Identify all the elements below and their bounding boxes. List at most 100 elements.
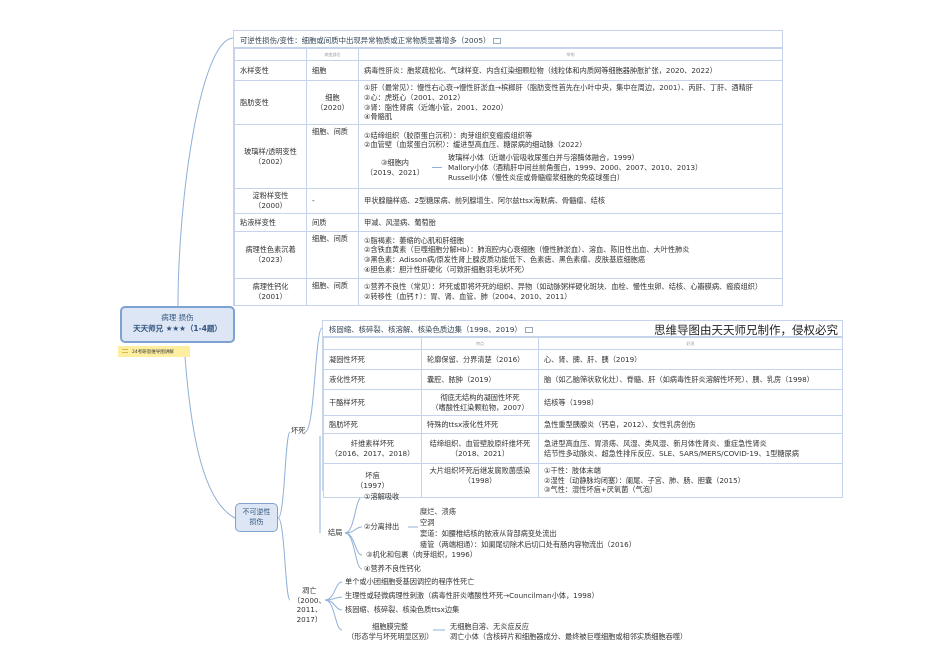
- row-feature: 结缔组织、血管壁胶原纤维坏死 （2018、2021）: [421, 433, 539, 464]
- site-item: 结核等（1998）: [544, 397, 599, 407]
- column-header: 举例: [358, 48, 783, 61]
- table-header-row: 特点 好发: [323, 337, 843, 350]
- example-item: ②血管壁（血浆蛋白沉积）：缓进型高血压、糖尿病的细动脉（2022）: [364, 140, 587, 150]
- row-feature: 特殊的ttsx液化性坏死: [421, 415, 539, 434]
- row-site: 间质: [306, 213, 359, 232]
- root-label: 24考研思维导图讲解: [118, 346, 190, 357]
- row-feature-text: 轮廓保留、分界清楚（2016）: [427, 354, 525, 364]
- outcome-label[interactable]: 结局: [328, 528, 343, 537]
- membrane-item: 凋亡小体（含核碎片和细胞器成分、最终被巨噬细胞或相邻实质细胞吞噬）: [450, 632, 688, 642]
- row-sites: 心、肾、脾、肝、胰（2019）: [538, 349, 843, 370]
- row-name: 病理性色素沉着 （2023）: [234, 231, 307, 279]
- row-site: 细胞、间质: [306, 231, 359, 279]
- row-site-text: 细胞 （2020）: [316, 92, 349, 112]
- apoptosis-label[interactable]: 凋亡 （2000、 2011、 2017）: [293, 586, 326, 625]
- row-site: 细胞 （2020）: [306, 80, 359, 125]
- row-name: 水样变性: [234, 60, 307, 81]
- necrosis-label[interactable]: 坏死: [291, 426, 306, 435]
- intracellular-list: 玻璃样小体（近端小管吸收尿蛋白并与溶酶体融合，1999）Mallory小体（酒精…: [448, 153, 702, 182]
- row-name: 坏疽 （1997）: [323, 462, 422, 499]
- column-header: [234, 48, 307, 61]
- row-feature: 囊腔、脓肿（2019）: [421, 369, 539, 390]
- row-feature-text: 大片组织坏死后继发腐败菌感染 （1998）: [429, 466, 531, 485]
- row-name-text: 淀粉样变性 （2000）: [252, 191, 289, 210]
- example-item: 甲减、风湿病、葡萄胎: [364, 217, 436, 227]
- row-name: 病理性钙化 （2001）: [234, 278, 307, 306]
- note-icon: [493, 38, 502, 44]
- table-row: 脂肪坏死 特殊的ttsx液化性坏死急性重型胰腺炎（钙皂，2012）、女性乳房创伤: [323, 415, 843, 434]
- site-item: ③气性：湿性坏疽+厌氧菌（气泡）: [544, 485, 658, 495]
- row-site: -: [306, 188, 359, 214]
- column-header: 病变部位: [306, 48, 359, 61]
- row-feature-text: 囊腔、脓肿（2019）: [427, 374, 496, 384]
- site-item: ②湿性（动静脉均闭塞）：阑尾、子宫、肺、肠、胆囊（2015）: [544, 475, 745, 485]
- outcome-item: ②分离排出: [364, 522, 400, 531]
- row-name: 干酪样坏死: [323, 389, 422, 416]
- site-item: 急性重型胰腺炎（钙皂，2012）、女性乳房创伤: [544, 419, 696, 429]
- row-site-text: -: [312, 196, 315, 206]
- column-header-text: 病变部位: [324, 51, 341, 57]
- row-name: 纤维素样坏死 （2016、2017、2018）: [323, 433, 422, 464]
- column-header-text: 举例: [566, 51, 575, 57]
- row-name: 凝固性坏死: [323, 349, 422, 370]
- membrane-label: 细胞膜完整 （形态学与坏死明显区别）: [347, 622, 434, 642]
- row-feature: 彻底无结构的凝固性坏死 （嗜酸性红染颗粒物，2007）: [421, 389, 539, 416]
- row-site: 细胞、间质: [306, 278, 359, 306]
- discharge-item: 空洞: [420, 518, 435, 528]
- row-name-text: 脂肪坏死: [329, 419, 358, 429]
- example-item: 甲状腺髓样癌、2型糖尿病、前列腺增生、阿尔兹ttsx海默病、骨髓瘤、结核: [364, 196, 606, 206]
- discharge-item: 瘘管（两端相通）：如阑尾切除术后切口处有肠内容物流出（2016）: [420, 540, 636, 550]
- site-item: 结节性多动脉炎、超急性排斥反应、SLE、SARS/MERS/COVID-19、1…: [544, 448, 799, 458]
- row-feature: 大片组织坏死后继发腐败菌感染 （1998）: [421, 462, 539, 499]
- reversible-header: 可逆性损伤/变性：细胞或间质中出现异常物质或正常物质显著增多（2005）: [234, 31, 782, 48]
- row-feature: 轮廓保留、分界清楚（2016）: [421, 349, 539, 370]
- row-name: 粘液样变性: [234, 213, 307, 232]
- root-node[interactable]: 病理 损伤 天天师兄 ★★★（1-4题）: [120, 306, 235, 343]
- example-item: ④骨骼肌: [364, 112, 393, 122]
- column-header: [323, 337, 422, 350]
- outcome-item: ③机化和包裹（肉芽组织，1996）: [366, 550, 477, 559]
- root-title: 病理 损伤: [161, 313, 194, 322]
- table-row: 淀粉样变性 （2000） - 甲状腺髓样癌、2型糖尿病、前列腺增生、阿尔兹ttsx海…: [234, 188, 783, 214]
- table-header-row: 病变部位 举例: [234, 48, 783, 61]
- row-name: 脂肪坏死: [323, 415, 422, 434]
- row-name-text: 玻璃样/透明变性 （2002）: [244, 146, 297, 166]
- row-examples: 病毒性肝炎：胞浆疏松化、气球样变、内含红染细颗粒物（线粒体和内质网等细胞器肿胀扩…: [358, 60, 783, 81]
- row-sites: 急进型高血压、胃溃疡、风湿、类风湿、新月体性肾炎、重症急性肾炎结节性多动脉炎、超…: [538, 433, 843, 464]
- irreversible-node[interactable]: 不可逆性 损伤: [235, 503, 278, 532]
- row-name: 玻璃样/透明变性 （2002）: [234, 124, 307, 189]
- row-name-text: 纤维素样坏死 （2016、2017、2018）: [330, 438, 415, 458]
- row-name: 液化性坏死: [323, 369, 422, 390]
- column-header-text: 好发: [686, 340, 695, 346]
- note-icon: [524, 327, 533, 333]
- site-item: 脑（如乙脑筛状软化灶）、脊髓、肝（如病毒性肝炎溶解性坏死）、胰、乳房（1998）: [544, 374, 814, 384]
- example-item: ①营养不良性（常见）：坏死或即将坏死的组织、异物（如动脉粥样硬化斑块、血栓、慢性…: [364, 282, 763, 292]
- row-examples: ①肝（最常见）：慢性右心衰→慢性肝淤血→槟榔肝（脂肪变性首先在小叶中央，集中在周…: [358, 80, 783, 125]
- column-header: 好发: [538, 337, 843, 350]
- row-name-text: 坏疽 （1997）: [356, 470, 389, 490]
- example-item: ①脂褐素：萎缩的心肌和肝细胞: [364, 235, 464, 245]
- row-name-text: 液化性坏死: [329, 374, 365, 384]
- example-item: ②含铁血黄素（巨噬细胞分解Hb）：肺泡腔内心衰细胞（慢性肺淤血）、溶血、陈旧性出…: [364, 245, 690, 255]
- row-name-text: 水样变性: [240, 65, 269, 75]
- site-item: 急进型高血压、胃溃疡、风湿、类风湿、新月体性肾炎、重症急性肾炎: [544, 438, 767, 448]
- row-name: 淀粉样变性 （2000）: [234, 188, 307, 214]
- example-item: ①结缔组织（胶原蛋白沉积）：肉芽组织变瘢痕组织等: [364, 130, 533, 140]
- intracellular-group: ③细胞内 （2019、2021）玻璃样小体（近端小管吸收尿蛋白并与溶酶体融合，1…: [364, 153, 777, 182]
- reversible-table-grid: 病变部位举例水样变性细胞病毒性肝炎：胞浆疏松化、气球样变、内含红染细颗粒物（线粒…: [234, 48, 783, 306]
- discharge-list: 糜烂、溃疡 空洞 窦道：如腰椎结核的脓液从背部病变处流出 瘘管（两端相通）：如阑…: [420, 506, 636, 551]
- row-sites: 结核等（1998）: [538, 389, 843, 416]
- example-item: ③黑色素：Adisson病/原发性肾上腺皮质功能低下、色素痣、黑色素瘤、皮肤基底…: [364, 255, 646, 264]
- example-item: ③肾：脂性肾病（近端小管，2001、2020）: [364, 102, 508, 112]
- intracellular-item: Russell小体（慢性炎症或骨髓瘤浆细胞的免疫球蛋白）: [448, 172, 625, 182]
- membrane-item: 无细胞自溶、无炎症反应: [450, 622, 530, 631]
- example-item: ①肝（最常见）：慢性右心衰→慢性肝淤血→槟榔肝（脂肪变性首先在小叶中央，集中在周…: [364, 83, 753, 93]
- column-header-text: 特点: [476, 340, 484, 346]
- root-subtitle: 天天师兄 ★★★（1-4题）: [133, 323, 222, 333]
